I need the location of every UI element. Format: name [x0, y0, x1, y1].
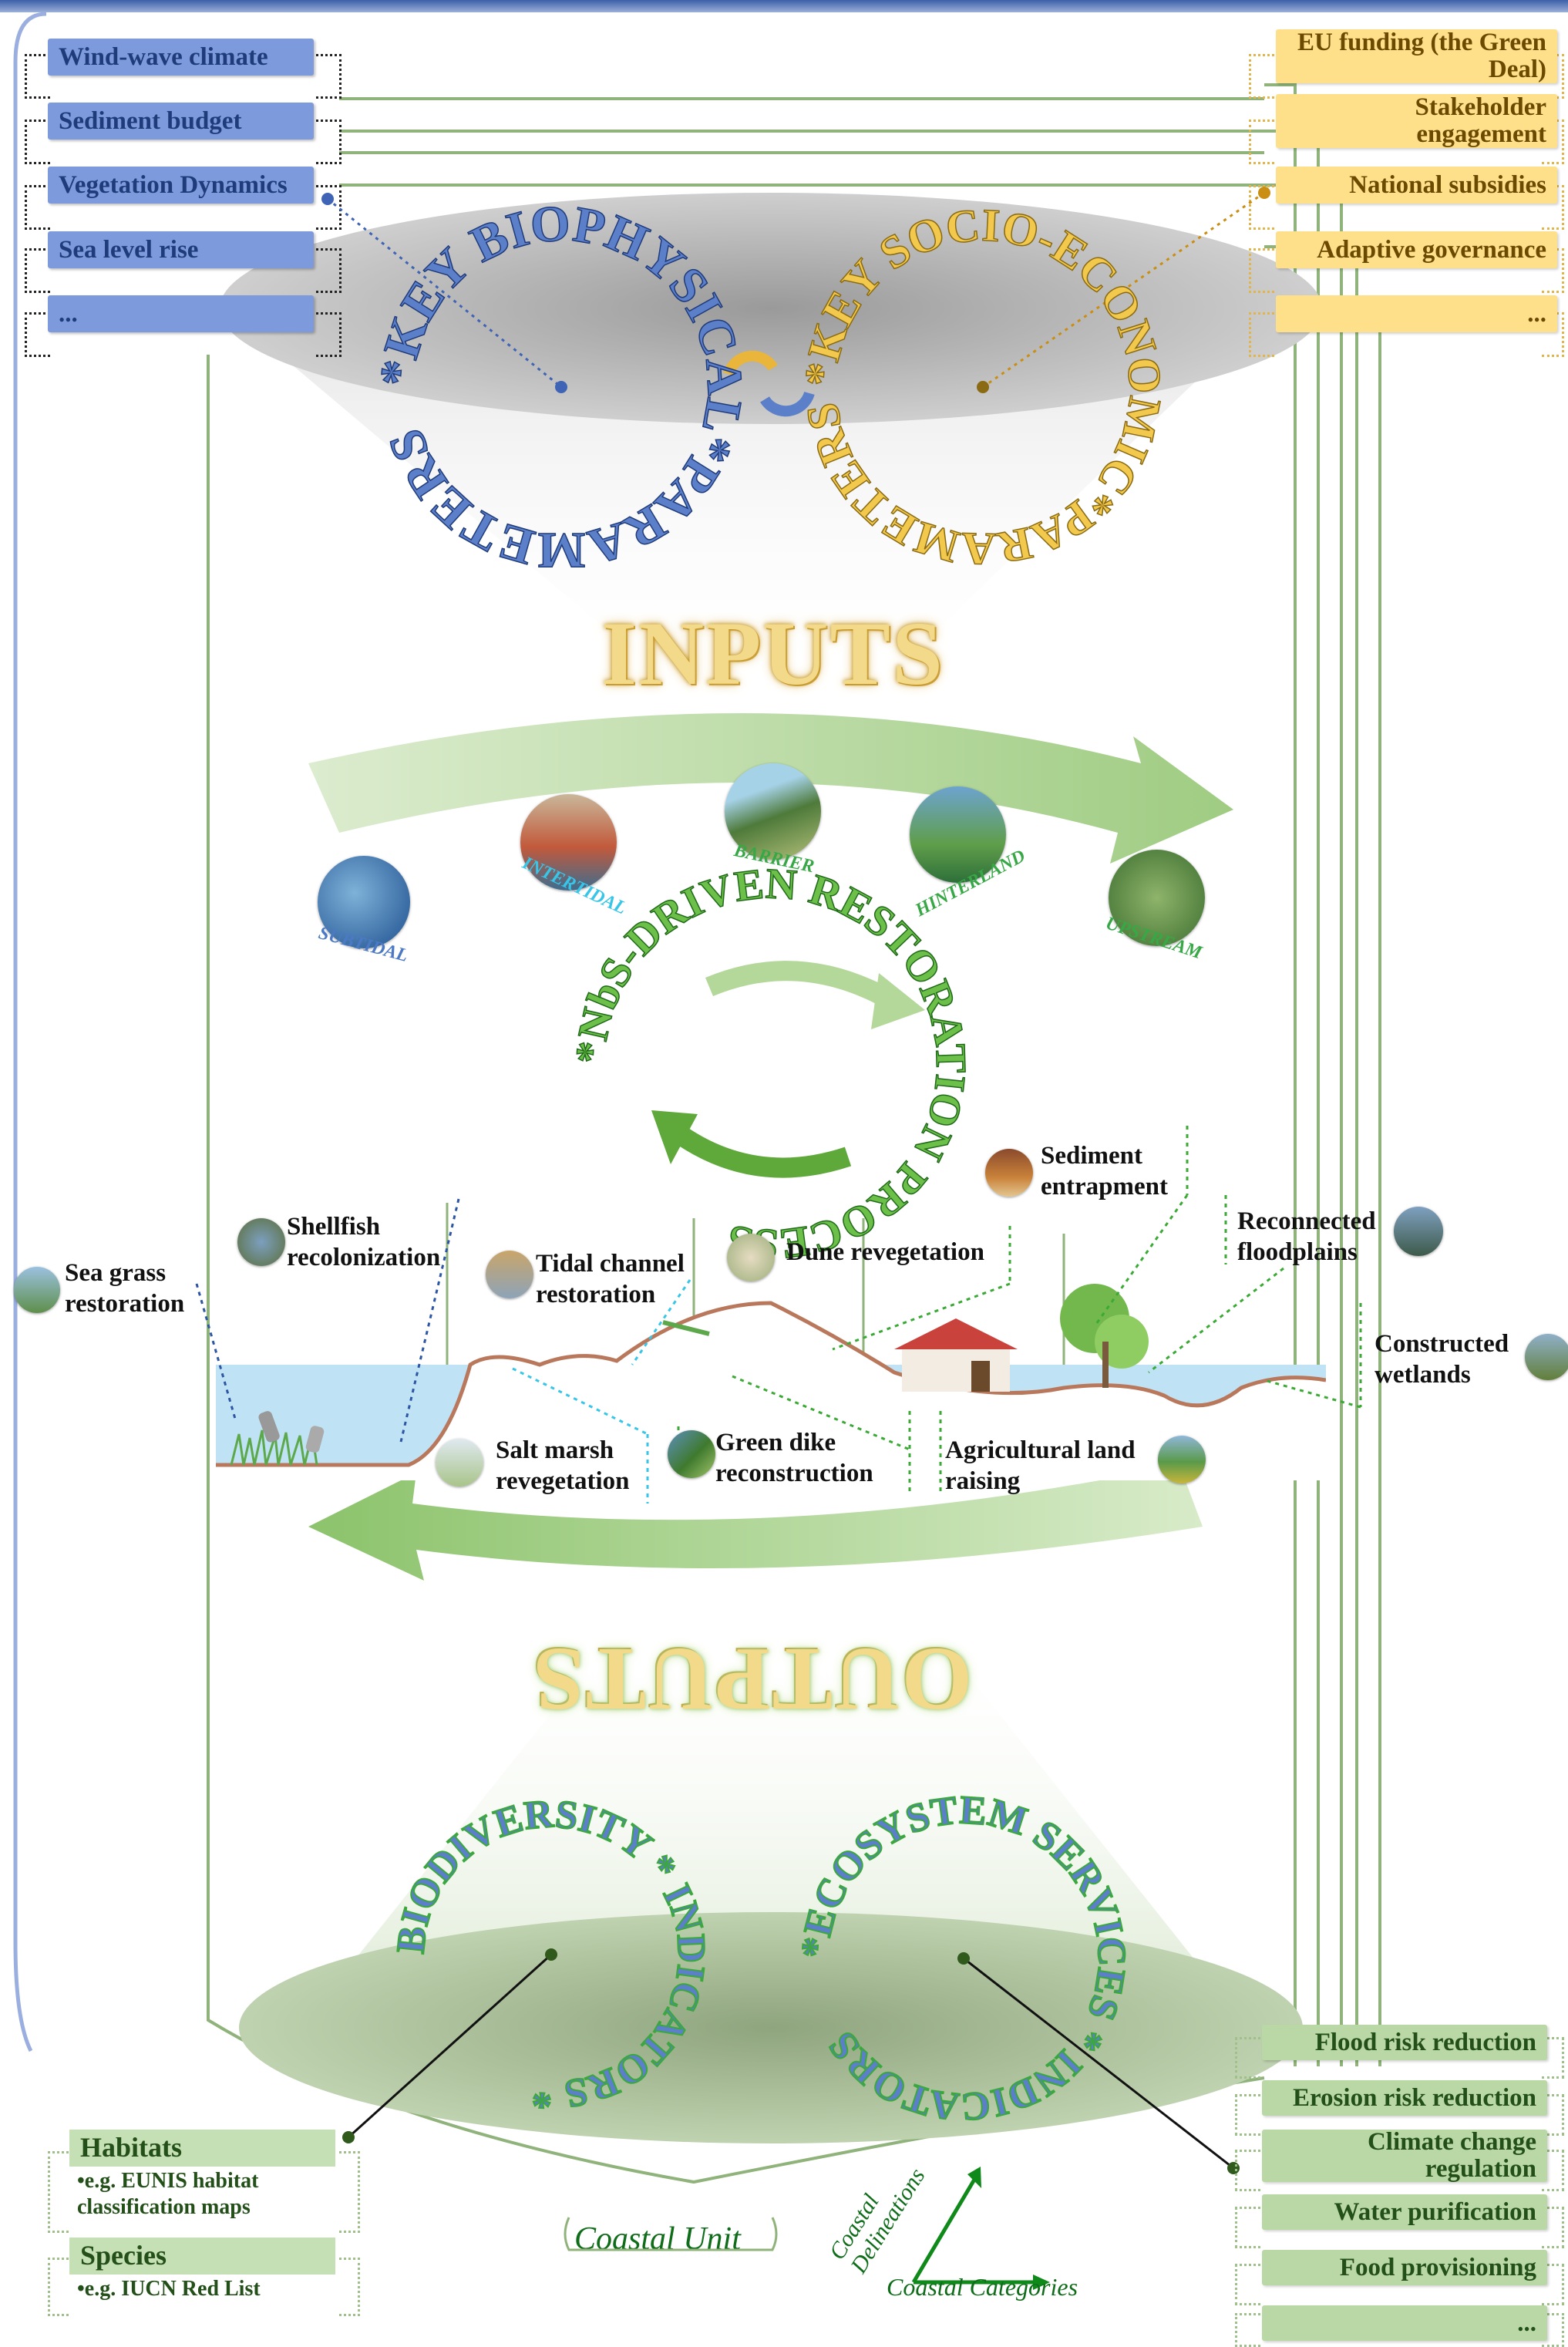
output-tag[interactable]: Water purification — [1262, 2194, 1547, 2230]
biophysical-tag[interactable]: Sea level rise — [48, 231, 314, 268]
dune-thumbnail — [727, 1234, 775, 1281]
socioeconomic-tag[interactable]: EU funding (the Green Deal) — [1276, 29, 1557, 83]
bracket — [316, 185, 342, 230]
coastal-axes — [911, 2167, 1050, 2290]
hinterland-thumbnail — [910, 786, 1006, 883]
sediment-thumbnail — [985, 1149, 1033, 1197]
bracket — [316, 54, 342, 99]
bracket — [1249, 54, 1274, 99]
salt-marsh-thumbnail — [436, 1439, 483, 1487]
subtidal-thumbnail — [318, 856, 410, 948]
bracket — [339, 2258, 360, 2316]
tidal-channel-label: Tidal channel restoration — [536, 1250, 685, 1308]
bracket — [25, 120, 50, 164]
bracket — [1235, 2150, 1260, 2191]
floodplains-label: Reconnected floodplains — [1237, 1207, 1376, 1266]
biophysical-tag[interactable]: Wind-wave climate — [48, 39, 314, 76]
green-dike-label: Green dike reconstruction — [715, 1429, 873, 1487]
output-tag[interactable]: ... — [1262, 2305, 1547, 2341]
socioeconomic-tag[interactable]: Adaptive governance — [1276, 231, 1557, 268]
bracket — [48, 2258, 69, 2316]
zone-label: SUBTIDAL — [316, 923, 409, 966]
bracket — [1542, 2037, 1564, 2079]
intertidal-thumbnail — [520, 794, 617, 891]
upstream-thumbnail — [1109, 850, 1205, 946]
top-border-bar — [0, 0, 1568, 12]
output-tag[interactable]: Erosion risk reduction — [1262, 2080, 1547, 2116]
sea-grass-label: Sea grass restoration — [65, 1259, 185, 1318]
zone-label: INTERTIDAL — [519, 853, 630, 918]
green-dike-thumbnail — [668, 1430, 715, 1478]
wetlands-label: Constructed wetlands — [1375, 1330, 1509, 1389]
bracket — [48, 2151, 69, 2233]
socioeconomic-tag[interactable]: Stakeholder engagement — [1276, 94, 1557, 148]
sediment-label: Sediment entrapment — [1041, 1142, 1168, 1200]
bracket — [1542, 2207, 1564, 2248]
bracket — [1249, 312, 1274, 357]
habitats-title: Habitats — [69, 2130, 335, 2167]
shellfish-label: Shellfish recolonization — [287, 1213, 441, 1271]
barrier-thumbnail — [725, 763, 821, 860]
wetlands-thumbnail — [1525, 1334, 1568, 1380]
bracket — [1235, 2037, 1260, 2079]
zone-label: BARRIER — [732, 840, 816, 877]
coastal-unit-bracket — [564, 2217, 778, 2251]
bracket — [316, 312, 342, 357]
socioeconomic-tag[interactable]: ... — [1276, 295, 1557, 332]
bracket — [316, 120, 342, 164]
bracket — [1235, 2313, 1260, 2347]
bracket — [1235, 2264, 1260, 2305]
agri-thumbnail — [1158, 1436, 1206, 1483]
bracket — [1542, 2150, 1564, 2191]
coastal-categories-label: Coastal Categories — [887, 2273, 1078, 2301]
bracket — [1542, 2264, 1564, 2305]
dune-label: Dune revegetation — [786, 1238, 984, 1266]
species-title: Species — [69, 2238, 335, 2275]
output-tag[interactable]: Climate change regulation — [1262, 2129, 1547, 2182]
bracket — [1235, 2207, 1260, 2248]
socioeconomic-tag[interactable]: National subsidies — [1276, 167, 1557, 204]
agri-label: Agricultural land raising — [945, 1436, 1136, 1495]
output-tag[interactable]: Flood risk reduction — [1262, 2025, 1547, 2060]
salt-marsh-label: Salt marsh revegetation — [496, 1436, 630, 1495]
bracket — [1249, 248, 1274, 293]
bracket — [1542, 2094, 1564, 2136]
floodplains-thumbnail — [1394, 1207, 1443, 1256]
biophysical-tag[interactable]: ... — [48, 295, 314, 332]
zone-label: HINTERLAND — [911, 846, 1028, 921]
zone-label: UPSTREAM — [1103, 913, 1206, 963]
bracket — [1249, 120, 1274, 164]
bracket — [25, 248, 50, 293]
bracket — [316, 248, 342, 293]
coastal-profile-illustration — [216, 1284, 1326, 1480]
habitats-example: •e.g. EUNIS habitat classification maps — [77, 2169, 259, 2219]
bracket — [25, 312, 50, 357]
bracket — [1235, 2094, 1260, 2136]
biophysical-tag[interactable]: Vegetation Dynamics — [48, 167, 314, 204]
shellfish-thumbnail — [237, 1218, 285, 1266]
sea-grass-thumbnail — [14, 1267, 60, 1313]
output-tag[interactable]: Food provisioning — [1262, 2250, 1547, 2285]
tidal-channel-thumbnail — [486, 1251, 533, 1298]
species-example: •e.g. IUCN Red List — [77, 2277, 261, 2301]
inputs-title: INPUTS — [601, 603, 944, 704]
biophysical-tag[interactable]: Sediment budget — [48, 103, 314, 140]
bracket — [339, 2151, 360, 2233]
bracket — [1249, 185, 1274, 230]
bracket — [25, 54, 50, 99]
bracket — [25, 185, 50, 230]
